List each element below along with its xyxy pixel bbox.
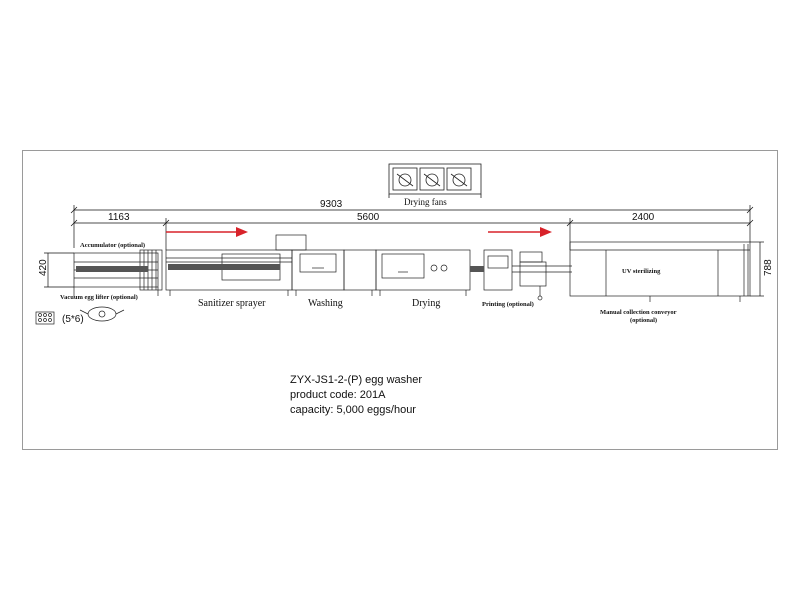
collection-label-line1: Manual collection conveyor: [600, 309, 677, 316]
accumulator-belt: [76, 266, 148, 272]
accumulator-label: Accumulator (optional): [80, 242, 145, 249]
dimension-420-text: 420: [38, 259, 49, 276]
printing-label: Printing (optional): [482, 301, 534, 308]
washing-unit: [291, 249, 377, 296]
dimension-788-line: [750, 241, 764, 297]
drying-fans-label: Drying fans: [404, 197, 447, 207]
printing-unit: [483, 249, 572, 301]
drying-fans-group: [388, 163, 482, 198]
dimension-9303-text: 9303: [320, 199, 343, 210]
dimension-2400-text: 2400: [632, 212, 655, 223]
sanitizer-belt: [168, 264, 280, 270]
washing-label: Washing: [308, 298, 343, 309]
accumulator-unit: [73, 249, 163, 296]
drawing-frame: [22, 150, 778, 450]
printing-belt: [470, 266, 484, 272]
uv-sterilizing-label: UV sterilizing: [622, 268, 661, 275]
drying-label: Drying: [412, 298, 440, 309]
vacuum-lifter-label: Vacuum egg lifter (optional): [60, 294, 138, 301]
dimension-1163-text: 1163: [108, 212, 130, 223]
product-model-text: ZYX-JS1-2-(P) egg washer: [290, 374, 423, 386]
dimension-5600-text: 5600: [357, 212, 380, 223]
drying-unit: [375, 249, 471, 296]
collection-label-line2: (optional): [630, 317, 657, 324]
vacuum-lifter-sketch: [35, 306, 125, 325]
product-code-text: product code: 201A: [290, 389, 386, 401]
sanitizer-label: Sanitizer sprayer: [198, 298, 266, 309]
dimension-9303-line: [70, 205, 754, 248]
product-info-block: ZYX-JS1-2-(P) egg washer product code: 2…: [290, 373, 422, 418]
lifter-count-label: (5*6): [62, 314, 84, 325]
uv-collection-unit: [569, 241, 751, 302]
dimension-788-text: 788: [763, 259, 774, 276]
product-capacity-text: capacity: 5,000 eggs/hour: [290, 404, 416, 416]
dimension-420-line: [44, 252, 74, 288]
flow-arrow-right: [488, 227, 552, 237]
flow-arrow-left: [166, 227, 248, 237]
